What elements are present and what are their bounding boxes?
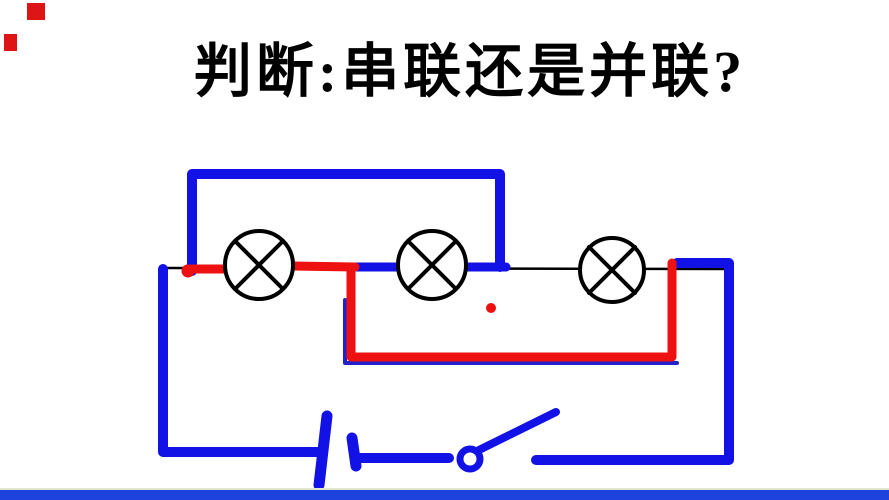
switch-icon (456, 408, 560, 473)
recording-marker-icon (27, 3, 45, 20)
bottom-strip-line (0, 488, 889, 490)
blue-under-wire (343, 298, 679, 365)
blue-right-wire (531, 258, 734, 465)
video-progress-bar[interactable] (0, 490, 889, 500)
lamp-icon (578, 236, 646, 304)
blue-left-wire (158, 264, 324, 457)
red-wire-segment (287, 261, 360, 272)
lamp-icon (396, 229, 468, 301)
red-branch-wire (346, 258, 677, 362)
recording-marker-icon (4, 34, 17, 51)
page-title: 判断:串联还是并联? (193, 39, 747, 104)
red-dot-marker (181, 264, 195, 278)
lamp-icon (223, 229, 295, 301)
blue-top-loop-wire (187, 169, 505, 276)
red-dot-marker (486, 303, 496, 313)
battery-icon (313, 410, 362, 491)
